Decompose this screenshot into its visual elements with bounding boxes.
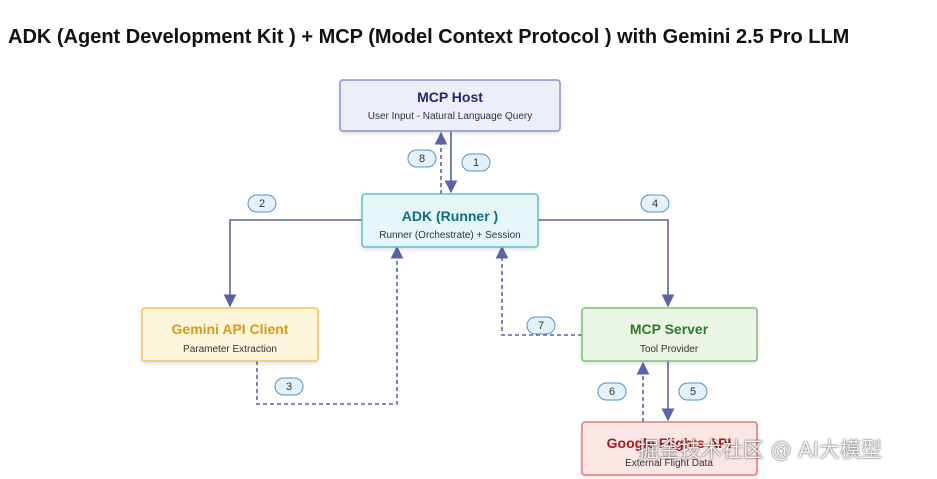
arrow-step-4: [538, 219, 675, 308]
arrow-step-7: [495, 245, 582, 336]
svg-text:ADK (Runner ): ADK (Runner ): [402, 208, 498, 224]
svg-text:8: 8: [419, 153, 425, 165]
step-label-7: 7: [526, 316, 556, 335]
svg-text:5: 5: [690, 386, 696, 398]
svg-text:1: 1: [473, 157, 479, 169]
svg-text:User Input - Natural Language: User Input - Natural Language Query: [368, 111, 533, 122]
page-title: ADK (Agent Development Kit ) + MCP (Mode…: [8, 26, 850, 48]
node-adk-runner: ADK (Runner ) Runner (Orchestrate) + Ses…: [361, 193, 539, 248]
svg-text:Tool Provider: Tool Provider: [640, 344, 699, 355]
step-label-1: 1: [461, 153, 491, 172]
step-label-5: 5: [678, 382, 708, 401]
arrow-step-2: [223, 219, 362, 308]
svg-text:External Flight Data: External Flight Data: [625, 458, 713, 469]
connectors: [223, 131, 675, 422]
svg-text:Gemini API Client: Gemini API Client: [172, 321, 289, 337]
step-label-6: 6: [597, 382, 627, 401]
step-label-2: 2: [247, 194, 277, 213]
svg-text:Parameter Extraction: Parameter Extraction: [183, 344, 277, 355]
watermark: 掘金技术社区 @ AI大模型: [638, 438, 882, 462]
svg-text:Google Flights API: Google Flights API: [607, 435, 732, 451]
svg-text:MCP Server: MCP Server: [630, 321, 709, 337]
node-mcp-server: MCP Server Tool Provider: [581, 307, 758, 362]
svg-text:2: 2: [259, 198, 265, 210]
arrow-step-3: [256, 245, 404, 405]
svg-text:4: 4: [652, 198, 658, 210]
step-label-3: 3: [274, 377, 304, 396]
node-google-flights-api: Google Flights API External Flight Data: [581, 421, 758, 476]
node-gemini-api-client: Gemini API Client Parameter Extraction: [141, 307, 319, 362]
svg-text:7: 7: [538, 320, 544, 332]
svg-text:Runner (Orchestrate) + Session: Runner (Orchestrate) + Session: [379, 230, 520, 241]
node-mcp-host: MCP Host User Input - Natural Language Q…: [339, 79, 561, 132]
svg-text:3: 3: [286, 381, 292, 393]
step-label-4: 4: [640, 194, 670, 213]
step-label-8: 8: [407, 149, 437, 168]
svg-text:MCP Host: MCP Host: [417, 89, 483, 105]
svg-text:6: 6: [609, 386, 615, 398]
